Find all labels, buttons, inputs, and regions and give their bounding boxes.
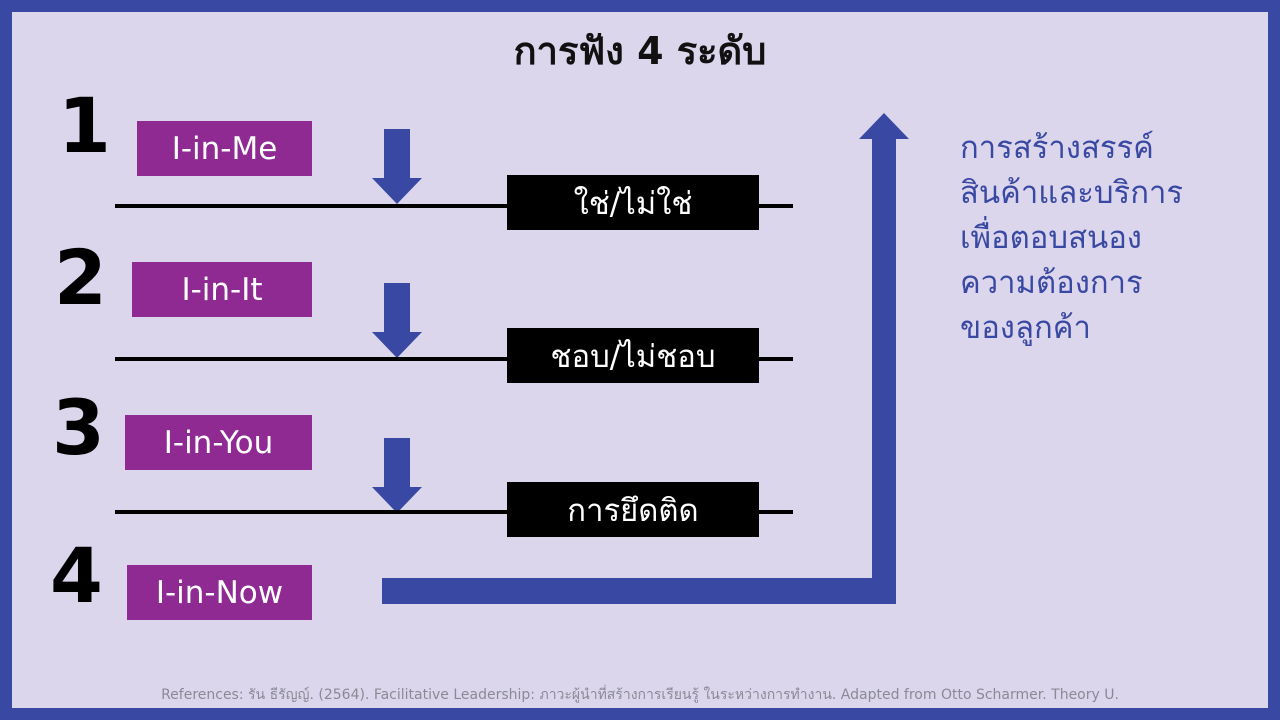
level-tag-2: I-in-It <box>132 262 312 317</box>
level-number-1: 1 <box>58 81 111 170</box>
level-number-2: 2 <box>54 233 107 322</box>
down-arrow-1 <box>372 129 422 204</box>
level-tag-3: I-in-You <box>125 415 312 470</box>
down-arrow-2 <box>372 283 422 358</box>
barrier-line-3 <box>115 510 793 514</box>
page-title: การฟัง 4 ระดับ <box>513 29 767 73</box>
barrier-box-3: การยึดติด <box>507 482 759 537</box>
level-number-3: 3 <box>52 383 105 472</box>
result-line: เพื่อตอบสนอง <box>960 220 1142 256</box>
reference-text: References: รัน ธีรัญญ์. (2564). Facilit… <box>161 687 1119 703</box>
result-line: การสร้างสรรค์ <box>960 130 1154 166</box>
barrier-box-1: ใช่/ไม่ใช่ <box>507 175 759 230</box>
level-tag-1: I-in-Me <box>137 121 312 176</box>
barrier-line-1 <box>115 204 793 208</box>
result-line: สินค้าและบริการ <box>960 175 1184 211</box>
result-line: ความต้องการ <box>960 265 1143 301</box>
down-arrow-3 <box>372 438 422 513</box>
result-text: การสร้างสรรค์ สินค้าและบริการ เพื่อตอบสน… <box>960 126 1260 351</box>
barrier-box-2: ชอบ/ไม่ชอบ <box>507 328 759 383</box>
level-tag-4: I-in-Now <box>127 565 312 620</box>
level-number-4: 4 <box>50 531 103 620</box>
result-line: ของลูกค้า <box>960 310 1091 346</box>
barrier-line-2 <box>115 357 793 361</box>
